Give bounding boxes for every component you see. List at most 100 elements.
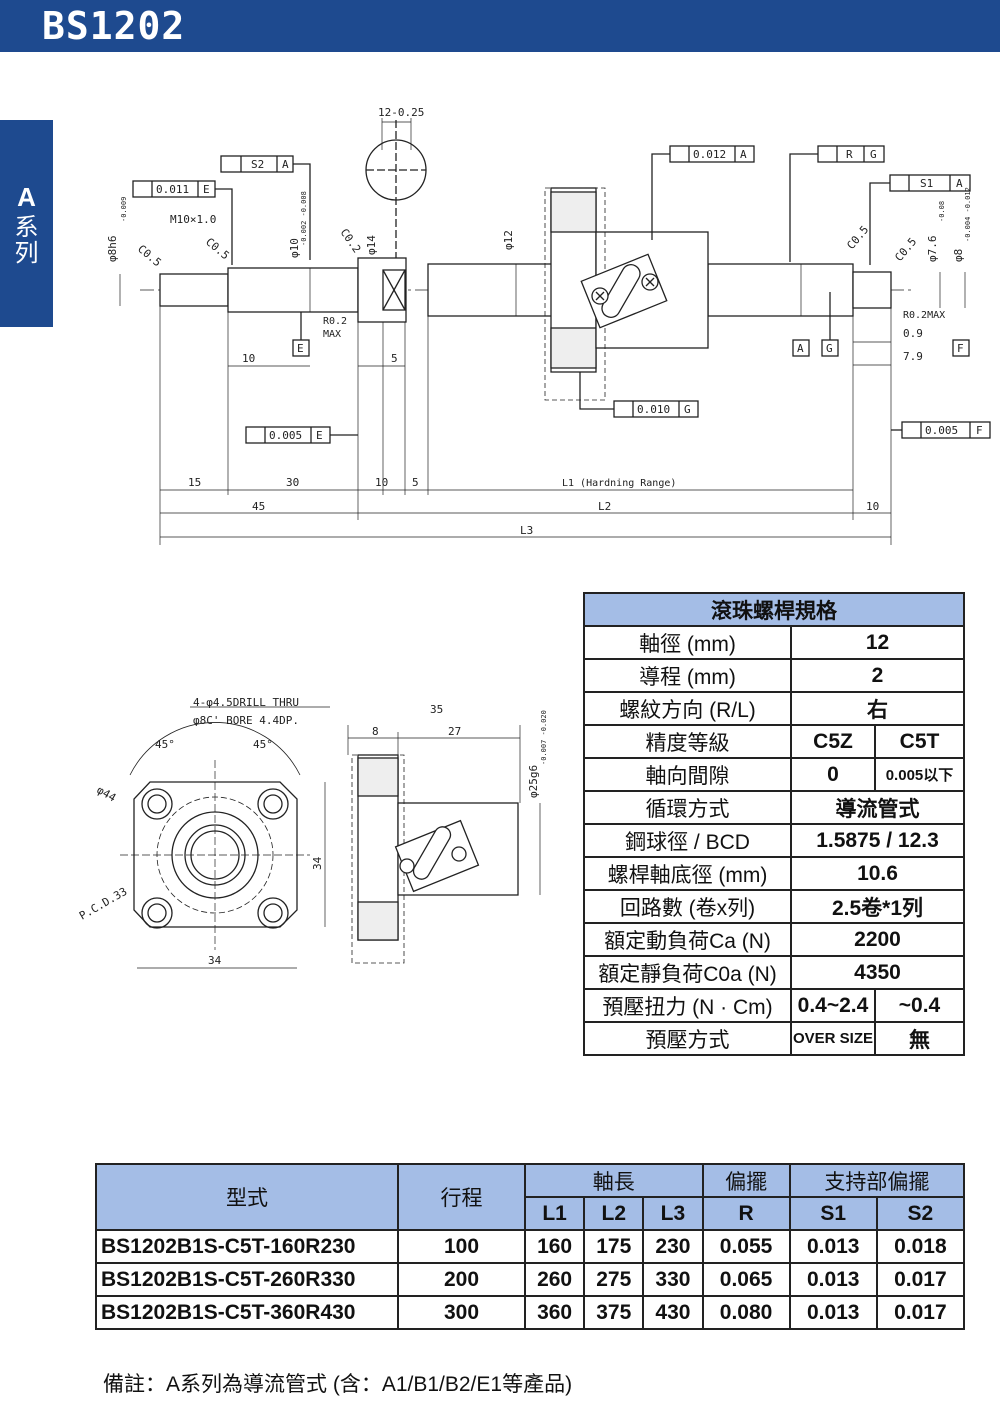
dia-76: φ7.6	[926, 236, 939, 263]
spec-row: 螺桿軸底徑 (mm)10.6	[583, 856, 965, 891]
s2-cell: 0.017	[875, 1295, 966, 1330]
page-title: BS1202	[42, 4, 186, 48]
fc-s1-a: A	[956, 177, 963, 190]
sub-r: R	[701, 1196, 791, 1231]
sub-l1: L1	[523, 1196, 586, 1231]
dim-79: 7.9	[903, 350, 923, 363]
col-length: 軸長	[524, 1163, 704, 1198]
spec-value: 2200	[790, 922, 965, 957]
s2-cell: 0.018	[875, 1229, 966, 1264]
spec-value: 0.005以下	[874, 757, 965, 792]
fc-g-datum: G	[684, 403, 691, 416]
chamfer-5: C0.5	[892, 235, 919, 264]
dim-l1: L1 (Hardning Range)	[562, 478, 676, 489]
spec-value: 12	[790, 625, 965, 660]
spec-value: 1.5875 / 12.3	[790, 823, 965, 858]
s2-cell: 0.017	[875, 1262, 966, 1297]
sub-l2: L2	[583, 1196, 645, 1231]
l2-cell: 375	[583, 1295, 645, 1330]
spec-label: 螺紋方向 (R/L)	[583, 691, 792, 726]
ballscrew-drawing: 12-0.25 S2 A 0.011 E 0.012 A R G S1 A 0.…	[106, 106, 991, 545]
model-table: 型式 行程 軸長 偏擺 支持部偏擺 L1 L2 L3 R S1 S2 BS120…	[95, 1163, 966, 1330]
fc-f-datum: F	[976, 424, 983, 437]
model-cell: BS1202B1S-C5T-260R330	[95, 1262, 399, 1297]
spec-label: 循環方式	[583, 790, 792, 825]
spec-value: 無	[874, 1021, 965, 1056]
table-row: BS1202B1S-C5T-160R230 100 160 175 230 0.…	[95, 1229, 966, 1264]
dim-30: 30	[286, 476, 299, 489]
tol-25: -0.007 -0.020	[540, 710, 548, 765]
flange-drawing: 4-φ4.5DRILL THRU φ8C' BORE 4.4DP. 45° 45…	[77, 696, 548, 969]
spec-value: 10.6	[790, 856, 965, 891]
header-bar: BS1202	[0, 0, 1000, 52]
dim-top: 12-0.25	[378, 106, 424, 119]
fc-g-val: 0.010	[637, 403, 670, 416]
spec-value: 4350	[790, 955, 965, 990]
fc-e-val: 0.011	[156, 183, 189, 196]
spec-value: 0	[790, 757, 876, 792]
l3-cell: 230	[642, 1229, 704, 1264]
fc-s1-s1: S1	[920, 177, 933, 190]
model-cell: BS1202B1S-C5T-160R230	[95, 1229, 399, 1264]
stroke-cell: 300	[397, 1295, 526, 1330]
fc-f-val: 0.005	[925, 424, 958, 437]
len-10: 10	[242, 352, 255, 365]
l1-cell: 160	[523, 1229, 586, 1264]
chamfer-2: C0.5	[203, 235, 232, 262]
footnote: 備註：A系列為導流管式 (含：A1/B1/B2/E1等產品)	[103, 1373, 573, 1396]
dia-14: φ14	[365, 235, 378, 255]
fc-s2-s2: S2	[251, 158, 264, 171]
model-cell: BS1202B1S-C5T-360R430	[95, 1295, 399, 1330]
fc-e-datum: E	[203, 183, 210, 196]
fc-rg-g: G	[870, 148, 877, 161]
fc-e2-datum: E	[316, 429, 323, 442]
r-cell: 0.065	[701, 1262, 791, 1297]
dia-8: φ8h6	[106, 236, 119, 263]
col-stroke: 行程	[397, 1163, 526, 1231]
height-34: 34	[311, 856, 324, 870]
width-34: 34	[208, 954, 222, 967]
dim-10-right: 10	[866, 500, 879, 513]
spec-value: 2	[790, 658, 965, 693]
sub-s1: S1	[788, 1196, 878, 1231]
s1-cell: 0.013	[788, 1229, 878, 1264]
series-label: 系 列	[0, 215, 53, 267]
series-label-char-2: 列	[14, 240, 39, 267]
dim-09: 0.9	[903, 327, 923, 340]
l3-cell: 430	[642, 1295, 704, 1330]
datum-a: A	[797, 342, 804, 355]
fc-rg-r: R	[846, 148, 853, 161]
spec-row: 循環方式導流管式	[583, 790, 965, 825]
dim-15: 15	[188, 476, 201, 489]
spec-label: 螺桿軸底徑 (mm)	[583, 856, 792, 891]
spec-row: 額定動負荷Ca (N)2200	[583, 922, 965, 957]
sub-l3: L3	[642, 1196, 704, 1231]
spec-value: 0.4~2.4	[790, 988, 876, 1023]
pcd-label: P.C.D.33	[77, 885, 129, 923]
col-model: 型式	[95, 1163, 399, 1231]
dim-10: 10	[375, 476, 388, 489]
chamfer-3: C0.2	[338, 226, 364, 255]
max: MAX	[323, 329, 341, 340]
l2-cell: 175	[583, 1229, 645, 1264]
l1-cell: 260	[523, 1262, 586, 1297]
dia-10: φ10	[288, 238, 301, 258]
tol-76: -0.08	[938, 201, 946, 222]
flange-note-2: φ8C' BORE 4.4DP.	[193, 714, 299, 727]
r02: R0.2	[323, 316, 347, 327]
datum-f: F	[957, 342, 964, 355]
spec-value: C5T	[874, 724, 965, 759]
dim-l2: L2	[598, 500, 611, 513]
thread-label: M10×1.0	[170, 213, 216, 226]
dia-25: φ25g6	[527, 765, 540, 798]
tol-10: -0.002 -0.008	[300, 191, 308, 246]
spec-value: ~0.4	[874, 988, 965, 1023]
l2-cell: 275	[583, 1262, 645, 1297]
datum-e: E	[297, 342, 304, 355]
spec-row: 回路數 (卷x列)2.5卷*1列	[583, 889, 965, 924]
fc-a-val: 0.012	[693, 148, 726, 161]
l3-cell: 330	[642, 1262, 704, 1297]
spec-value: C5Z	[790, 724, 876, 759]
